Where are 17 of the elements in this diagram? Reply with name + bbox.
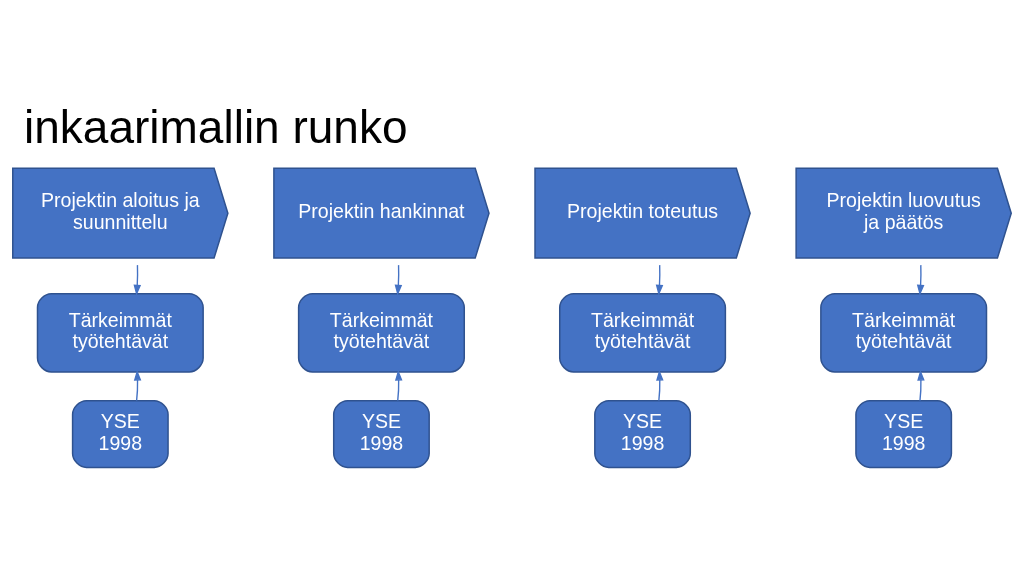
node-box: YSE 1998 xyxy=(71,399,169,468)
node-box: YSE 1998 xyxy=(594,399,692,468)
node-box: Tärkeimmät työtehtävät xyxy=(36,292,204,373)
arrow xyxy=(916,263,925,296)
node-box: YSE 1998 xyxy=(855,399,953,468)
node-box: Tärkeimmät työtehtävät xyxy=(297,292,465,373)
diagram-title: inkaarimallin runko xyxy=(24,100,408,153)
node-box: Tärkeimmät työtehtävät xyxy=(820,292,988,373)
node-box: YSE 1998 xyxy=(332,399,430,468)
arrow xyxy=(394,263,403,296)
node-box: Tärkeimmät työtehtävät xyxy=(559,292,727,373)
arrow xyxy=(656,369,664,401)
arrow xyxy=(917,369,925,401)
arrow xyxy=(133,263,142,296)
arrow xyxy=(394,369,403,401)
arrow xyxy=(133,369,142,401)
arrow xyxy=(655,263,664,296)
